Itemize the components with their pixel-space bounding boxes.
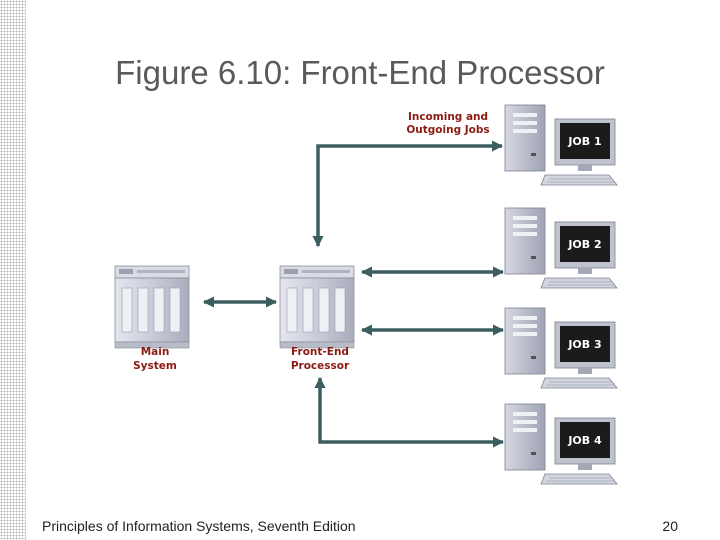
main-system-label-line2: System bbox=[133, 360, 177, 372]
workstation-job3: JOB 3 bbox=[504, 307, 618, 389]
job-label: JOB 3 bbox=[567, 338, 601, 351]
slide-footer: Principles of Information Systems, Seven… bbox=[42, 518, 356, 534]
workstation-job1: JOB 1 bbox=[504, 104, 618, 186]
page-number: 20 bbox=[662, 518, 678, 534]
fep-label-line2: Processor bbox=[291, 360, 350, 372]
connection-arrows bbox=[202, 140, 505, 448]
workstation-job4: JOB 4 bbox=[504, 403, 618, 485]
arrow-fep-to-job4 bbox=[314, 376, 505, 448]
slide-title: Figure 6.10: Front-End Processor bbox=[115, 54, 605, 91]
main-system-label-line1: Main bbox=[141, 346, 170, 358]
main-system-server-icon bbox=[114, 265, 190, 349]
arrow-fep-to-job1 bbox=[312, 140, 504, 248]
job-label: JOB 1 bbox=[567, 135, 601, 148]
job-label: JOB 2 bbox=[567, 238, 601, 251]
jobs-label-line2: Outgoing Jobs bbox=[406, 124, 489, 136]
jobs-label-line1: Incoming and bbox=[408, 111, 488, 123]
dotted-left-border bbox=[0, 0, 26, 540]
job-label: JOB 4 bbox=[567, 434, 602, 447]
fep-label-line1: Front-End bbox=[291, 346, 349, 358]
workstation-job2: JOB 2 bbox=[504, 207, 618, 289]
front-end-processor-server-icon bbox=[279, 265, 355, 349]
